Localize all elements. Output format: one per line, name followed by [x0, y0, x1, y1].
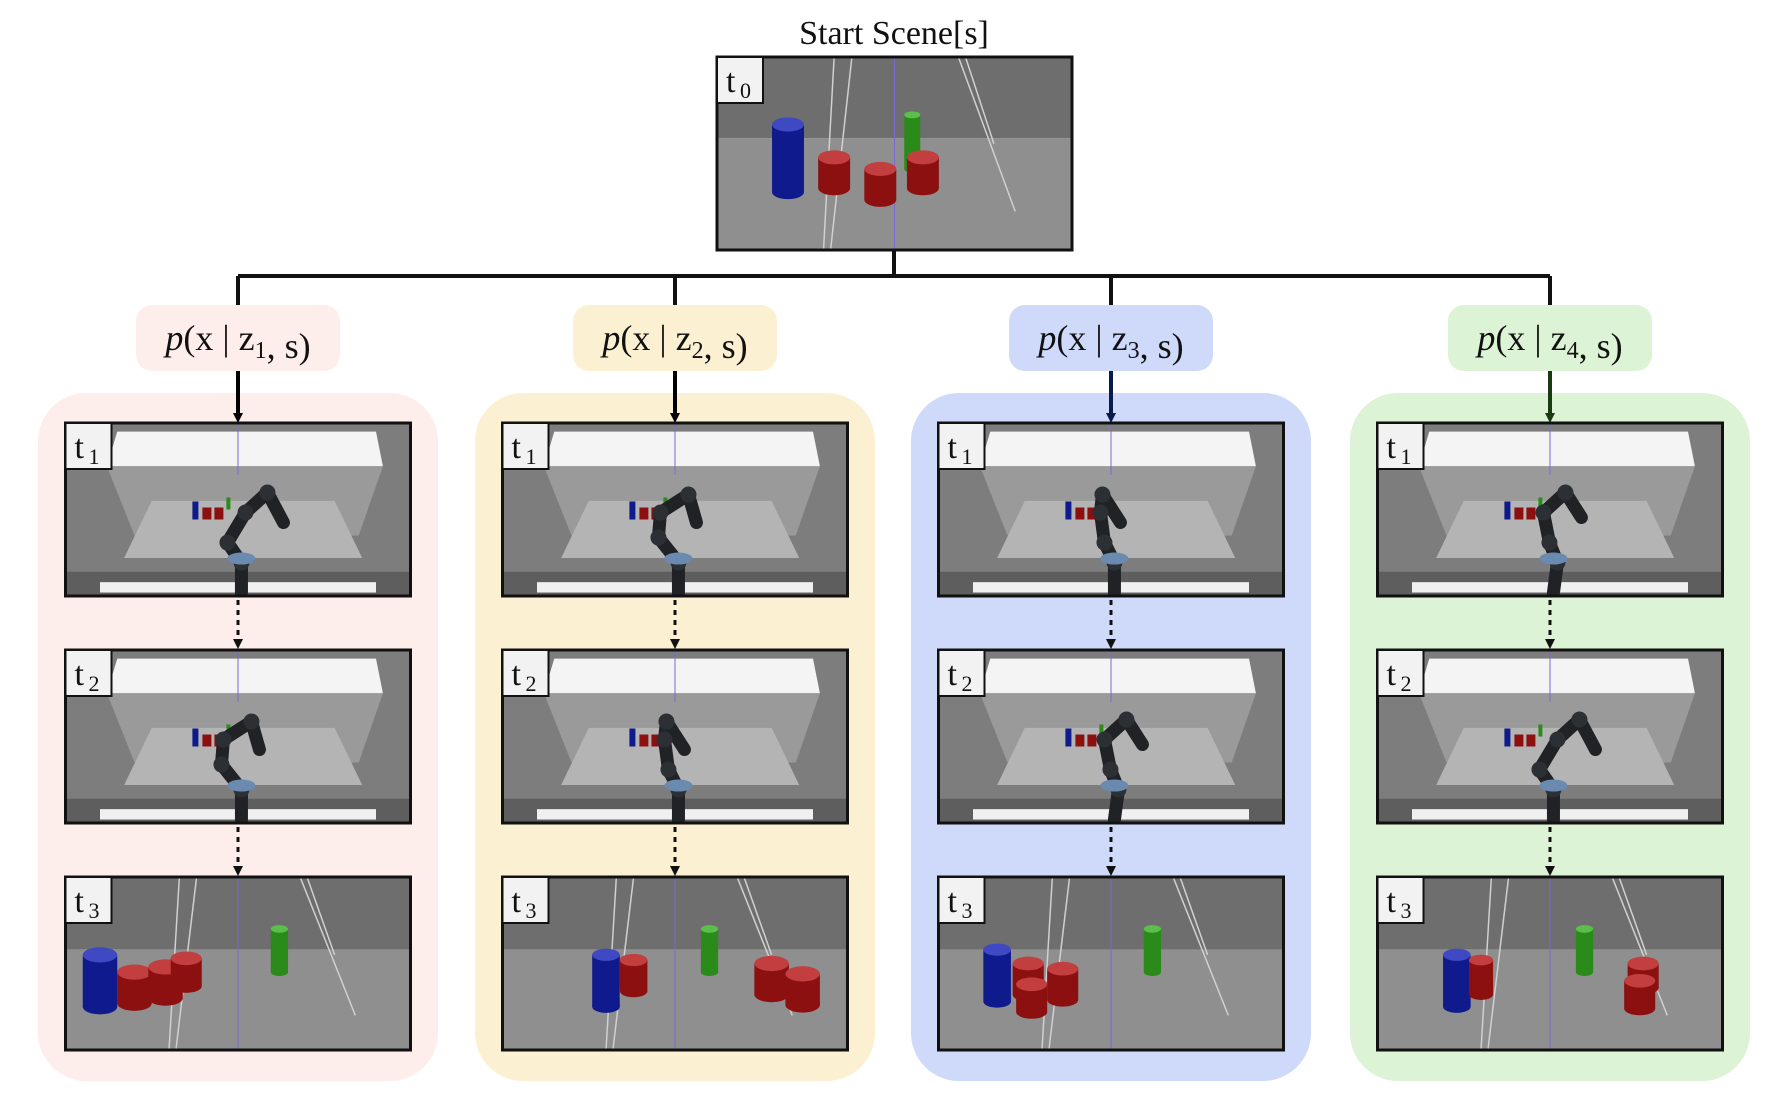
start-scene-image-object-0	[772, 117, 804, 200]
branch-4-frame-3-image-object-4	[1624, 973, 1656, 1016]
svg-text:0: 0	[740, 78, 751, 103]
branch-4-frame-1-image	[1376, 421, 1724, 598]
start-scene-image-object-2	[818, 150, 851, 196]
branch-4-frame-3-image-object-2	[1575, 925, 1594, 976]
formula-pill-3	[1009, 305, 1213, 371]
formula-1: p(x | z1, s)	[162, 318, 310, 366]
start-scene-image-object-3	[864, 161, 897, 207]
svg-text:3: 3	[526, 898, 537, 923]
svg-text:2: 2	[962, 671, 973, 696]
tree-connectors	[236, 250, 1552, 305]
svg-text:t: t	[948, 883, 958, 920]
branch-2-frame-2-image	[501, 648, 849, 825]
formula-3: p(x | z3, s)	[1035, 318, 1183, 366]
svg-text:t: t	[948, 429, 958, 466]
svg-text:1: 1	[962, 444, 973, 469]
branch-1-frame-2-image	[64, 648, 412, 825]
branch-2-frame-3-image-object-3	[754, 955, 789, 1003]
formula-pill-2	[573, 305, 777, 371]
branch-2-frame-3-image-object-4	[785, 966, 820, 1013]
svg-text:t: t	[948, 656, 958, 693]
branch-3-frame-2-image	[937, 648, 1285, 825]
branch-2-frame-3-image-object-0	[592, 948, 620, 1013]
branch-3-frame-3-image-object-0	[983, 943, 1011, 1008]
start-scene-image	[715, 55, 1074, 252]
svg-text:2: 2	[89, 671, 100, 696]
branch-3-frame-3-image	[937, 875, 1285, 1052]
diagram-title: Start Scene[s]	[799, 15, 989, 52]
formula-4: p(x | z4, s)	[1474, 318, 1622, 366]
branch-1-frame-3-image-object-4	[270, 925, 289, 976]
svg-text:t: t	[726, 63, 736, 100]
svg-text:3: 3	[962, 898, 973, 923]
branch-4-frame-3-image-object-1	[1468, 954, 1494, 1000]
svg-text:t: t	[75, 656, 85, 693]
branch-3-frame-3-image-object-2	[1047, 961, 1079, 1007]
branch-4-frame-3-image	[1376, 875, 1724, 1052]
formula-pill-4	[1448, 305, 1652, 371]
svg-text:2: 2	[1401, 671, 1412, 696]
formula-2: p(x | z2, s)	[599, 318, 747, 366]
svg-text:t: t	[75, 883, 85, 920]
branch-2-frame-3-image-object-2	[700, 925, 719, 976]
branch-1-frame-3-image-object-3	[170, 951, 202, 993]
svg-text:t: t	[512, 883, 522, 920]
svg-text:1: 1	[89, 444, 100, 469]
svg-text:t: t	[512, 656, 522, 693]
start-scene-image-object-4	[906, 150, 939, 196]
branch-1-frame-1-image	[64, 421, 412, 598]
svg-text:t: t	[512, 429, 522, 466]
svg-text:t: t	[1387, 656, 1397, 693]
branch-3-frame-1-image	[937, 421, 1285, 598]
branch-4-frame-3-image-object-0	[1443, 948, 1471, 1013]
branch-3-frame-3-image-object-3	[1016, 977, 1048, 1019]
branch-1-frame-3-image	[64, 875, 412, 1052]
svg-text:1: 1	[1401, 444, 1412, 469]
svg-text:3: 3	[89, 898, 100, 923]
branch-1-frame-3-image-object-1	[117, 964, 152, 1011]
svg-text:t: t	[1387, 429, 1397, 466]
branch-2-frame-3-image-object-1	[619, 953, 648, 998]
svg-text:3: 3	[1401, 898, 1412, 923]
branch-2-frame-1-image	[501, 421, 849, 598]
branch-4-frame-2-image	[1376, 648, 1724, 825]
branch-2-frame-3-image	[501, 875, 849, 1052]
svg-text:t: t	[75, 429, 85, 466]
branch-1-frame-3-image-object-0	[82, 947, 118, 1015]
svg-text:2: 2	[526, 671, 537, 696]
svg-text:t: t	[1387, 883, 1397, 920]
branch-3-frame-3-image-object-4	[1143, 925, 1162, 976]
formula-pill-1	[136, 305, 340, 371]
svg-text:1: 1	[526, 444, 537, 469]
